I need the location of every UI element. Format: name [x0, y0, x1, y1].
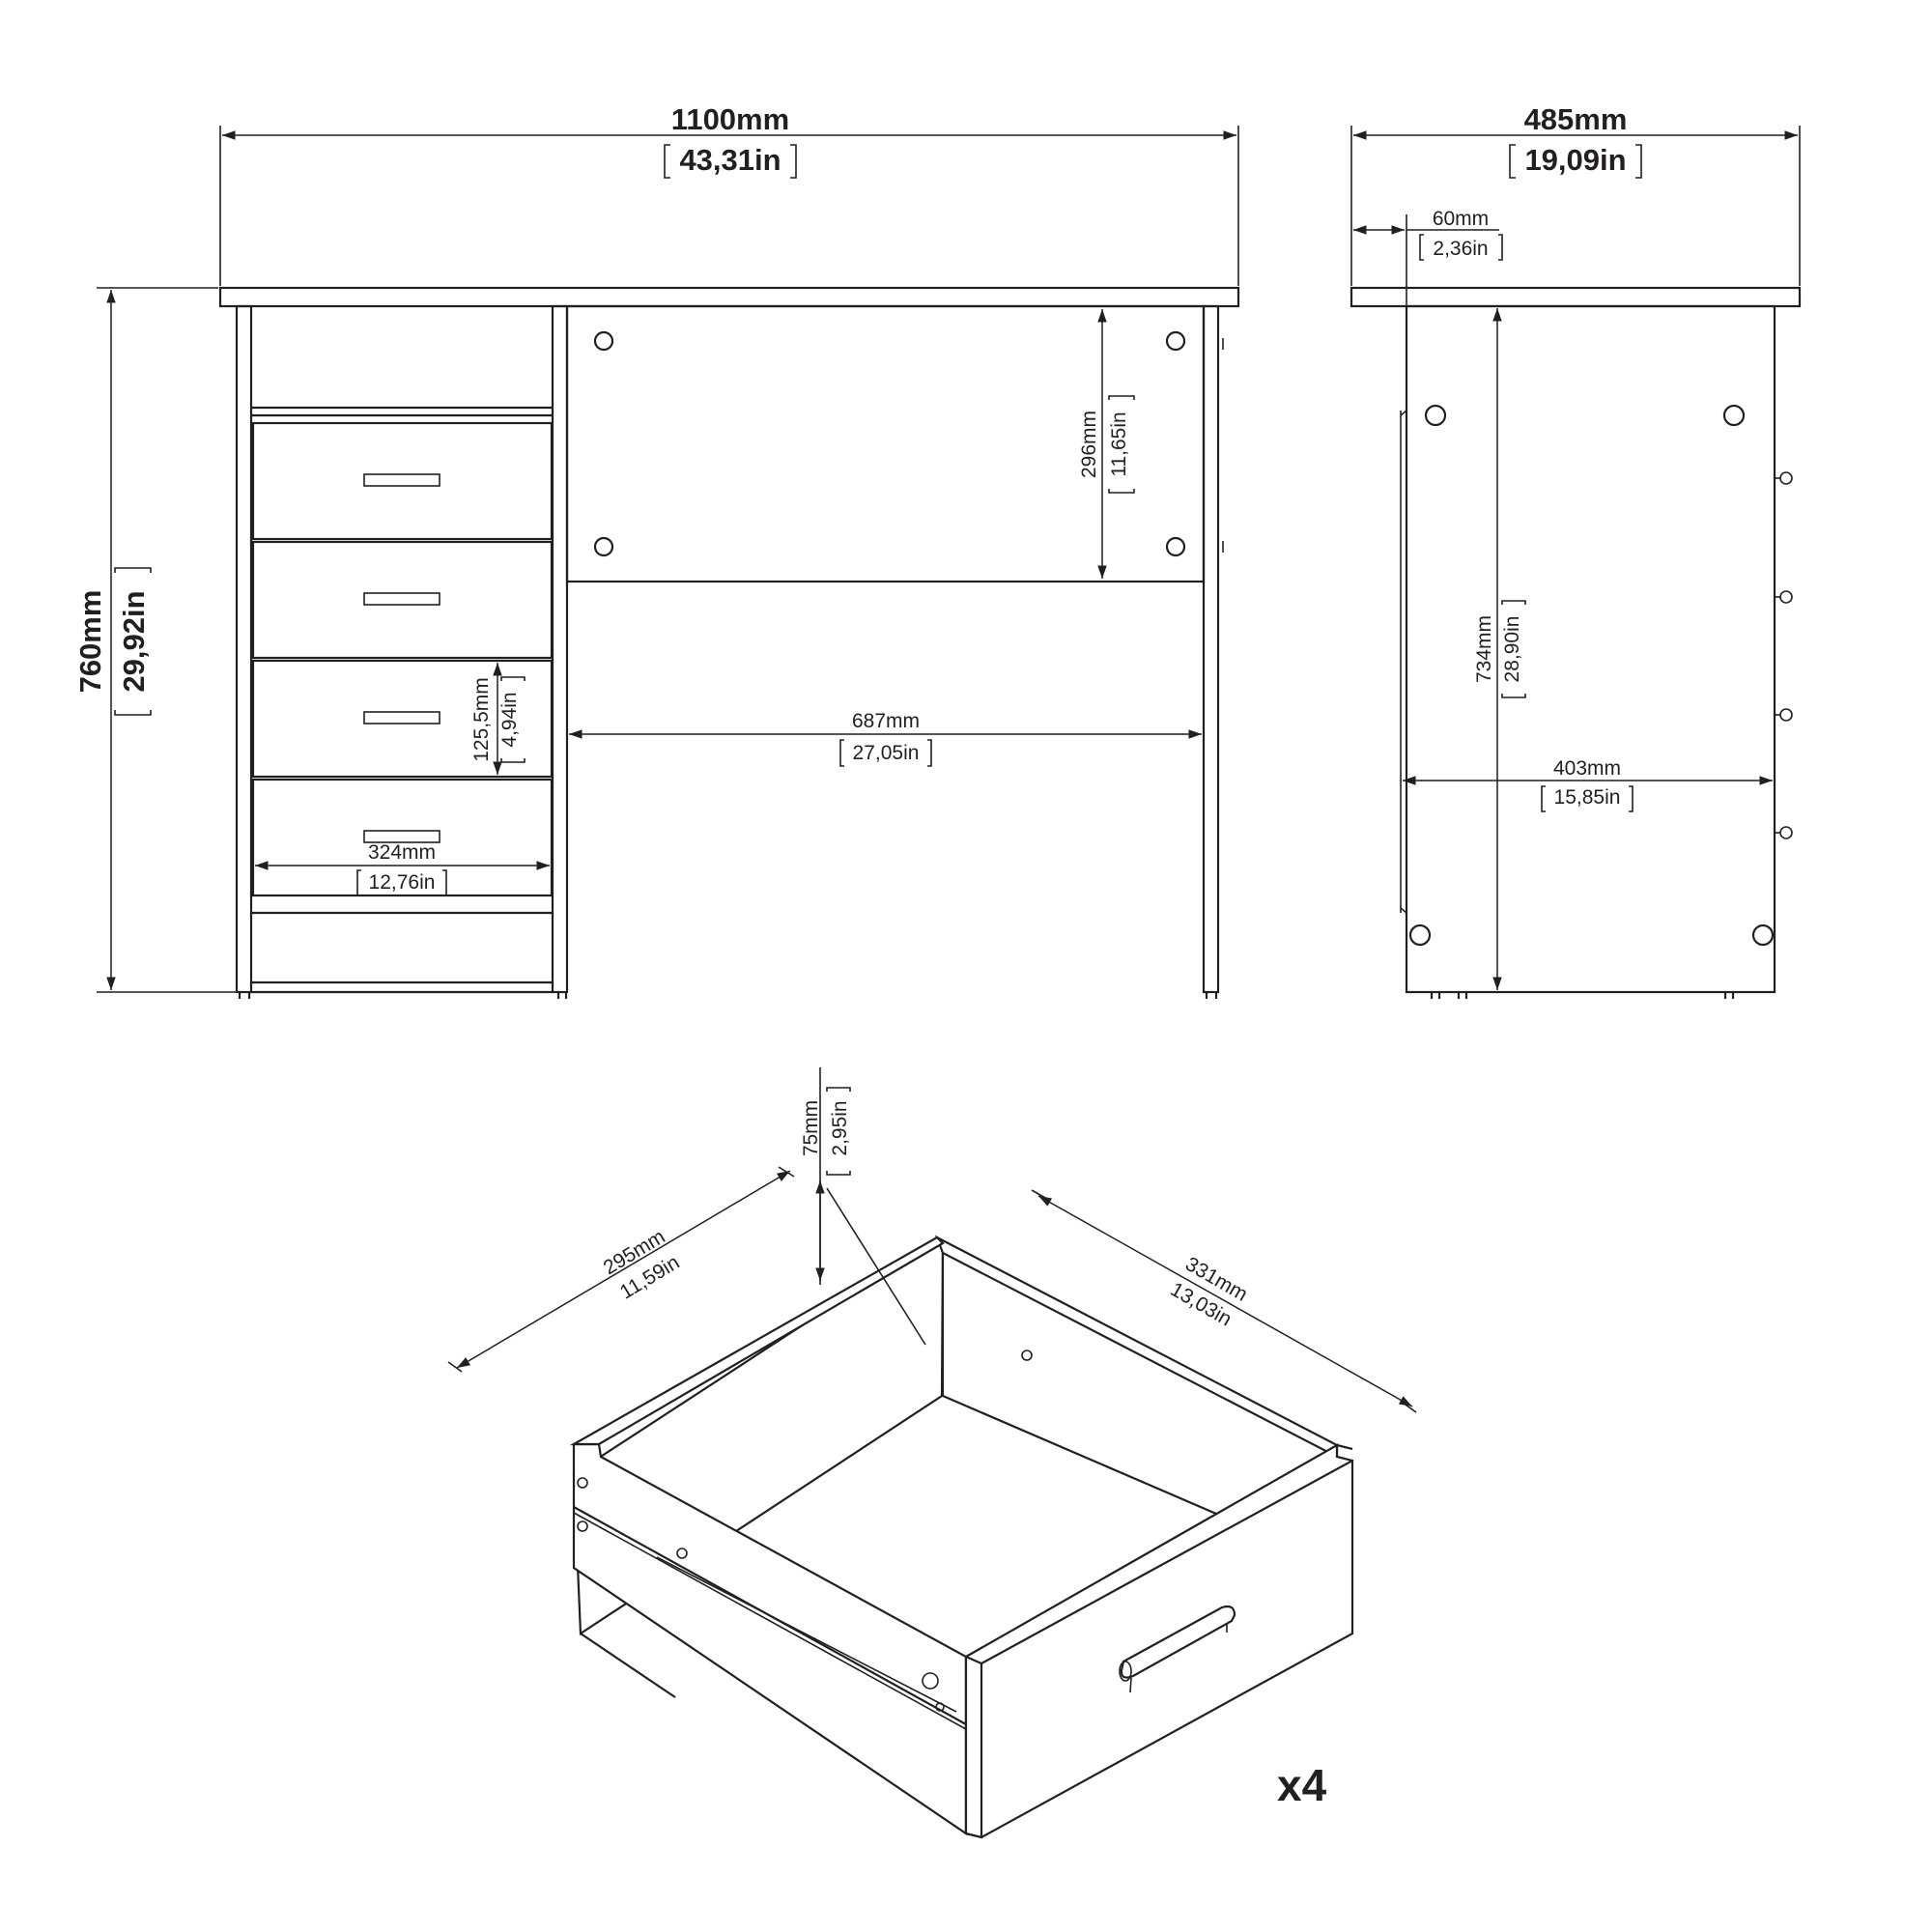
drawer-handle — [363, 711, 440, 724]
drawer-height-mm-label: 75mm — [800, 1100, 822, 1156]
height-in-label: 29,92in — [117, 590, 151, 692]
drawer-front — [251, 778, 554, 897]
drawer-isometric: 75mm 2,95in 295mm 11,59in 331mm 13,03in … — [447, 1067, 1417, 1839]
dim-opening-height: 296mm 11,65in — [1078, 309, 1135, 579]
side-handles — [1775, 471, 1793, 839]
screw-hole — [1165, 536, 1186, 557]
dim-drawer-front-width: 324mm 12,76in — [255, 841, 550, 896]
drawer-front — [251, 540, 554, 660]
side-panel — [1405, 304, 1776, 994]
screw-hole — [1408, 923, 1432, 947]
drawer-front-width-mm-label: 324mm — [368, 841, 436, 864]
drawer-front-edge — [964, 1655, 983, 1839]
width-in-label: 43,31in — [679, 143, 781, 177]
drawer-front — [251, 659, 554, 779]
dim-inner-depth: 403mm 15,85in — [1403, 757, 1773, 812]
dim-leg-height: 734mm 28,90in — [1473, 308, 1526, 990]
right-leg — [1202, 304, 1220, 994]
leg-height-mm-label: 734mm — [1473, 615, 1495, 683]
drawer-handle — [363, 592, 440, 606]
side-view: 485mm 19,09in 60mm 2,36in 734mm 28,90in … — [1350, 102, 1802, 999]
overhang-in-label: 2,36in — [1433, 238, 1488, 260]
screw-hole — [1722, 404, 1746, 427]
left-leg — [235, 304, 253, 994]
drawer-handle — [363, 473, 440, 487]
drawer-height-in-label: 2,95in — [829, 1100, 851, 1155]
width-mm-label: 1100mm — [671, 102, 789, 136]
overhang-mm-label: 60mm — [1433, 208, 1489, 230]
dim-drawer-width: 331mm 13,03in — [1031, 1189, 1417, 1413]
inner-depth-in-label: 15,85in — [1554, 786, 1621, 809]
desk-top — [218, 286, 1240, 308]
dim-overhang: 60mm 2,36in — [1353, 208, 1503, 992]
dim-depth: 485mm 19,09in — [1350, 102, 1801, 286]
drawer-front-width-in-label: 12,76in — [369, 871, 436, 894]
drawer-handle — [363, 830, 440, 843]
drawer-front-height-mm-label: 125,5mm — [470, 677, 493, 762]
drawer-front-height-in-label: 4,94in — [498, 692, 521, 747]
dim-drawer-front-height: 125,5mm 4,94in — [470, 663, 526, 775]
front-view: 1100mm 43,31in 760mm 29,92in 296mm 11,65… — [73, 102, 1240, 999]
front-drawers — [251, 421, 554, 897]
screw-hole — [593, 330, 614, 352]
drawer-front — [251, 421, 554, 541]
drawer-handle-3d — [1119, 1605, 1236, 1693]
dim-drawer-depth: 295mm 11,59in — [447, 1166, 795, 1373]
screw-hole — [1751, 923, 1775, 947]
opening-mm-label: 296mm — [1078, 411, 1100, 478]
dim-height: 760mm 29,92in — [73, 287, 236, 993]
opening-in-label: 11,65in — [1108, 412, 1130, 476]
drawer-quantity: x4 — [1277, 1760, 1327, 1810]
height-mm-label: 760mm — [73, 590, 107, 694]
modesty-panel — [565, 304, 1206, 583]
dim-knee-width: 687mm 27,05in — [569, 710, 1202, 767]
knee-mm-label: 687mm — [852, 710, 920, 732]
depth-in-label: 19,09in — [1524, 143, 1626, 177]
side-desk-top — [1350, 286, 1802, 308]
pedestal-side — [551, 304, 569, 994]
screw-hole — [593, 536, 614, 557]
knee-in-label: 27,05in — [853, 742, 920, 764]
drawer-right-side — [934, 1235, 1339, 1459]
inner-depth-mm-label: 403mm — [1553, 757, 1621, 780]
screw-hole — [1424, 404, 1447, 427]
leg-height-in-label: 28,90in — [1501, 616, 1523, 683]
depth-mm-label: 485mm — [1524, 102, 1628, 136]
screw-hole — [1165, 330, 1186, 352]
dim-drawer-height: 75mm 2,95in — [800, 1067, 926, 1346]
dim-width: 1100mm 43,31in — [219, 102, 1239, 286]
